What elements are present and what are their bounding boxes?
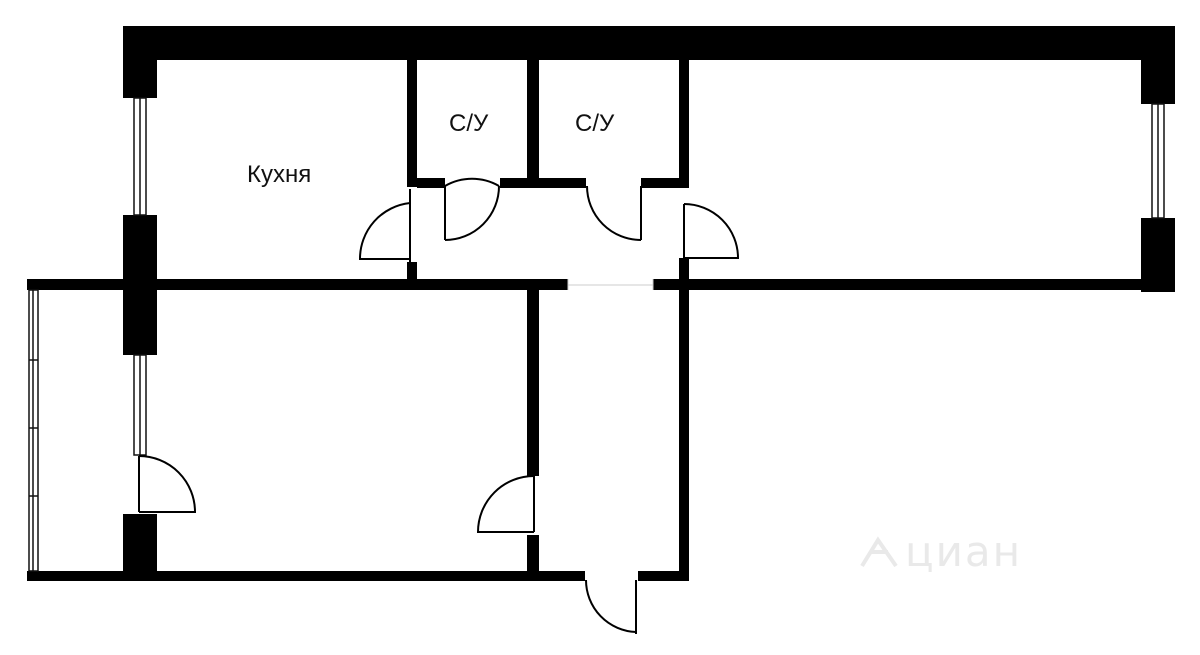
- wall-kitchen-right-low: [407, 262, 417, 282]
- wall-bath-bottom-right: [641, 178, 689, 188]
- watermark: циан: [860, 527, 1022, 576]
- wall-corridor-right: [679, 290, 689, 578]
- watermark-logo-icon: [860, 536, 898, 568]
- window-icon: [1151, 103, 1165, 219]
- door-swing-icon: [476, 475, 535, 533]
- windows: [28, 97, 1165, 572]
- door-swing-icon: [585, 579, 637, 634]
- wall-bath-bottom-left: [417, 178, 445, 188]
- door-jambs: [567, 279, 654, 290]
- wall-left-upper: [123, 26, 157, 98]
- wall-top: [123, 26, 1175, 60]
- room-label-kitchen: Кухня: [247, 161, 311, 188]
- door-swing-icon: [444, 177, 500, 241]
- wall-bottom-corridor-right: [638, 571, 689, 581]
- room-label-bathroom-1: С/У: [449, 110, 489, 137]
- watermark-text: циан: [905, 527, 1022, 576]
- wall-kitchen-right: [407, 60, 417, 187]
- wall-corridor-left: [527, 290, 539, 476]
- room-label-bathroom-2: С/У: [575, 110, 615, 137]
- wall-mid-right: [653, 279, 1175, 290]
- door-swing-icon: [586, 185, 642, 241]
- wall-bottom-corridor-left: [539, 571, 585, 581]
- wall-mid-left: [27, 279, 410, 290]
- wall-right-upper: [1141, 26, 1175, 104]
- walls: [27, 26, 1175, 581]
- window-icon: [133, 354, 147, 456]
- wall-bottom-room: [27, 571, 539, 581]
- wall-left-lower: [123, 514, 157, 578]
- wall-bath-right: [679, 60, 689, 186]
- wall-bath-bottom-mid: [500, 178, 586, 188]
- wall-bath-divider: [527, 60, 539, 184]
- wall-bath-right-low: [679, 258, 689, 282]
- wall-corridor-left-low: [527, 535, 539, 578]
- door-swing-icon: [358, 189, 411, 262]
- door-swing-icon: [683, 203, 740, 259]
- window-icon: [28, 289, 39, 572]
- wall-mid-center: [410, 279, 568, 290]
- window-icon: [133, 97, 147, 216]
- door-swing-icon: [138, 455, 197, 513]
- doors: [138, 177, 740, 634]
- balcony-top-edge: [27, 279, 35, 289]
